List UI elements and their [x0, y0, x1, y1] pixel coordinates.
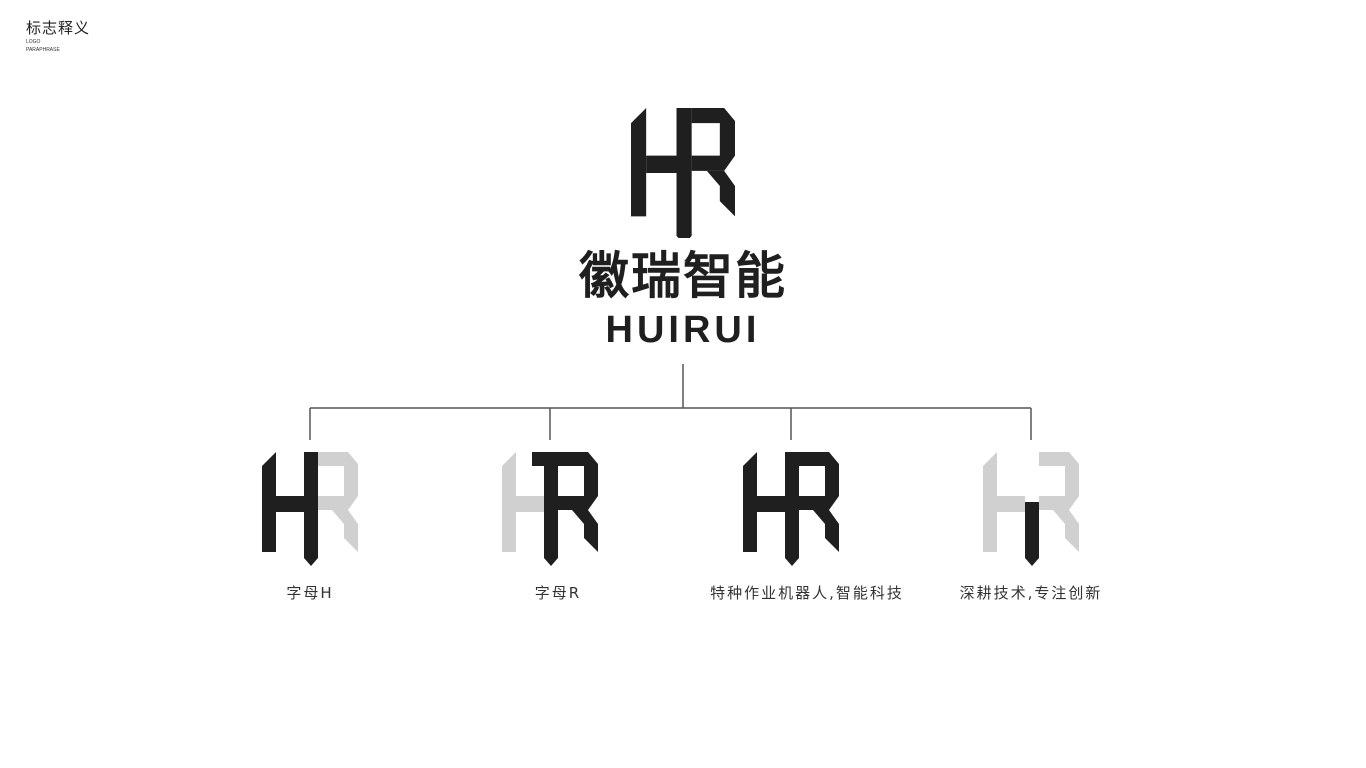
variant-caption-r: 字母R: [534, 584, 582, 602]
variant-h-mark: [262, 452, 358, 566]
variant-caption-h: 字母H: [286, 584, 334, 602]
variant-caption-t: 深耕技术,专注创新: [959, 584, 1103, 602]
logo-stem: [676, 108, 692, 238]
variant-r-mark: [502, 452, 598, 566]
variant-full-mark: [743, 452, 839, 566]
main-logo-mark: [631, 108, 735, 238]
variant-caption-full: 特种作业机器人,智能科技: [710, 584, 904, 602]
logo-r-top: [691, 108, 735, 171]
page-header: 标志释义 LOGO PARAPHRASE: [26, 18, 90, 54]
logo-r-leg: [706, 170, 735, 217]
logo-h-left-stroke: [631, 108, 647, 217]
brand-name-en: HUIRUI: [605, 309, 761, 351]
logo-h-crossbar: [646, 155, 677, 173]
variant-t-mark: [983, 452, 1079, 566]
page-subtitle-line2: PARAPHRASE: [26, 47, 60, 53]
page-subtitle-line1: LOGO: [26, 39, 41, 45]
page-title: 标志释义: [26, 19, 91, 37]
brand-name-cn: 徽瑞智能: [579, 247, 787, 305]
